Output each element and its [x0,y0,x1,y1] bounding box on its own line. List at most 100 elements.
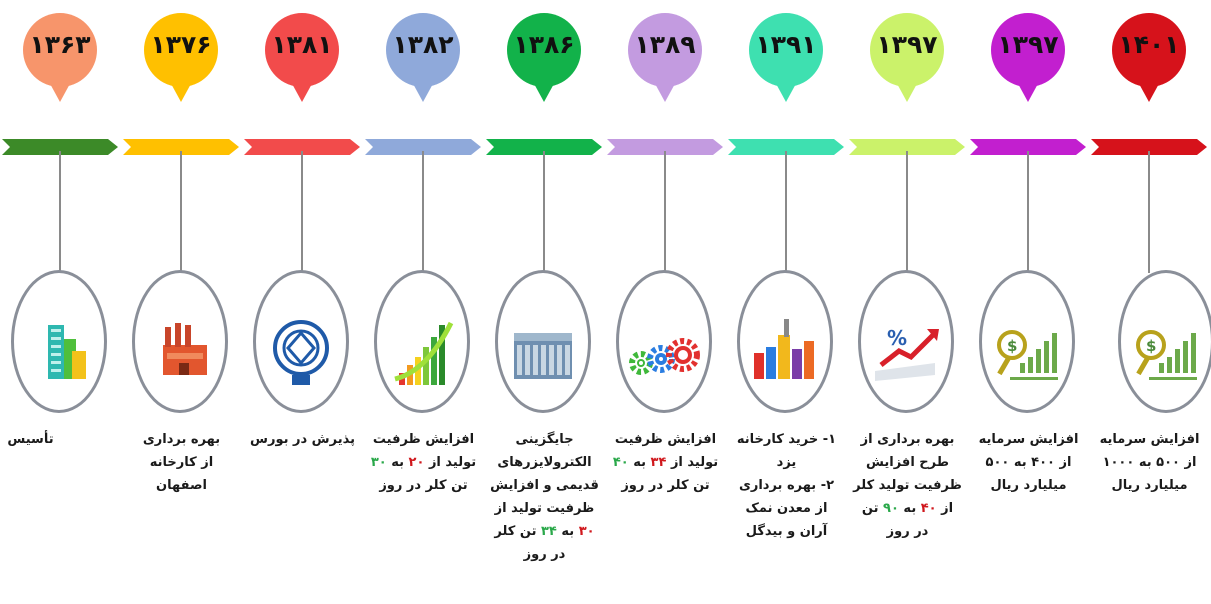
milestone-description: پذیرش در بورس [246,428,359,451]
description-line: افزایش ظرفیت [609,428,722,451]
timeline-arrow-segment [486,139,602,155]
timeline-arrow-segment [849,139,965,155]
text-run: ۱- خرید کارخانه [736,432,837,447]
money-growth-icon: $ [1136,330,1197,380]
text-run: طرح افزایش [866,455,949,470]
icon-frame [11,270,107,413]
highlighted-number: ۴۰ [920,501,937,516]
year-marker-pin: ۱۴۰۱ [1099,12,1199,112]
description-line: ۳۰ به ۳۴ تن کلر [488,520,601,543]
year-marker-pin: ۱۳۹۷ [978,12,1078,112]
year-label: ۱۳۸۹ [634,30,696,59]
description-line: افزایش سرمایه [1093,428,1206,451]
connector-line [664,151,666,273]
percent-chart-icon: % [875,326,939,381]
icon-frame [374,270,470,413]
text-run: میلیارد ریال [990,478,1067,493]
highlighted-number: ۴۰ [612,455,629,470]
description-line: قدیمی و افزایش [488,474,601,497]
year-marker-pin: ۱۳۸۹ [615,12,715,112]
text-run: در روز [523,547,566,562]
text-run: از کارخانه [149,455,214,470]
milestone-3: ۱۳۸۱ پذیرش در بورس [242,0,363,604]
text-run: ۲- بهره برداری [738,478,835,493]
timeline-arrow-segment [365,139,481,155]
icon-frame: $ [1118,270,1211,413]
text-run: تن [861,501,884,516]
highlighted-number: ۳۰ [578,524,595,539]
description-line: پذیرش در بورس [246,428,359,451]
timeline-arrow-segment [123,139,239,155]
timeline-arrow-segment [607,139,723,155]
milestone-description: جایگزینی الکترولایزرهای قدیمی و افزایش ظرفی… [488,428,601,566]
svg-text:%: % [887,326,907,350]
description-line: آران و بیدگل [730,520,843,543]
connector-line [180,151,182,273]
text-run: پذیرش در بورس [250,432,355,447]
connector-line [1027,151,1029,273]
description-line: بهره برداری [125,428,238,451]
timeline-arrow-segment [728,139,844,155]
description-line: الکترولایزرهای [488,451,601,474]
description-line: ۲- بهره برداری [730,474,843,497]
text-run: از [936,501,954,516]
year-marker-pin: ۱۳۸۶ [494,12,594,112]
description-line: تولید از ۳۴ به ۴۰ [609,451,722,474]
description-line: تن کلر در روز [609,474,722,497]
connector-line [59,151,61,273]
year-marker-pin: ۱۳۸۱ [252,12,352,112]
text-run: به [628,455,651,470]
factory-icon [163,323,207,375]
year-label: ۱۳۸۲ [392,30,454,59]
icon-frame [253,270,349,413]
text-run: ظرفیت تولید از [494,501,595,516]
money-growth-icon: $ [997,330,1058,380]
year-marker-pin: ۱۳۸۲ [373,12,473,112]
description-line: طرح افزایش [851,451,964,474]
description-line: در روز [488,543,601,566]
connector-line [301,151,303,273]
text-run: ظرفیت تولید کلر [853,478,962,493]
icon-frame [616,270,712,413]
year-label: ۱۳۷۶ [150,30,212,59]
highlighted-number: ۳۴ [541,524,557,539]
description-line: میلیارد ریال [972,474,1085,497]
description-line: در روز [851,520,964,543]
year-label: ۱۴۰۱ [1118,30,1180,59]
description-line: تن کلر در روز [367,474,480,497]
connector-line [785,151,787,273]
year-label: ۱۳۹۱ [755,30,817,59]
description-line: ظرفیت تولید کلر [851,474,964,497]
svg-text:$: $ [1007,337,1017,355]
year-marker-pin: ۱۳۶۳ [10,12,110,112]
connector-line [543,151,545,273]
description-line: از ۴۰ به ۹۰ تن [851,497,964,520]
text-run: الکترولایزرهای [497,455,592,470]
text-run: قدیمی و افزایش [490,478,599,493]
timeline-arrow-segment [1091,139,1207,155]
connector-line [1148,151,1150,273]
milestone-description: تأسیس [0,428,87,451]
text-run: از ۵۰۰ به ۱۰۰۰ [1102,455,1197,470]
milestone-5: ۱۳۸۶ جایگزینی الکترولایزرهای قدیمی و افزایش… [484,0,605,604]
growth-bars-icon [394,321,454,385]
text-run: افزایش ظرفیت [372,432,475,447]
description-line: جایگزینی [488,428,601,451]
milestone-1: ۱۳۶۳ تأسیس [0,0,121,604]
icon-frame: % [858,270,954,413]
text-run: به [898,501,921,516]
description-line: افزایش ظرفیت [367,428,480,451]
highlighted-number: ۳۰ [370,455,387,470]
description-line: تولید از ۲۰ به ۳۰ [367,451,480,474]
description-line: افزایش سرمایه [972,428,1085,451]
text-run: از ۴۰۰ به ۵۰۰ [985,455,1072,470]
text-run: تأسیس [7,432,54,447]
year-marker-pin: ۱۳۹۷ [857,12,957,112]
icon-frame [737,270,833,413]
